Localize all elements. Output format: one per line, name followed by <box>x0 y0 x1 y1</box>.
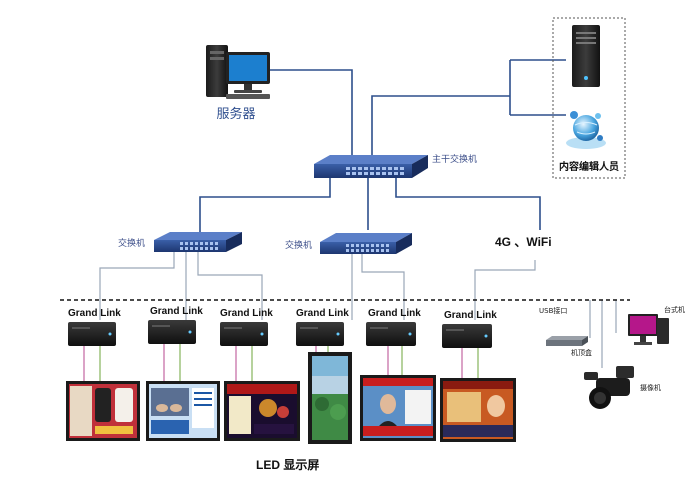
connection-lines <box>199 59 566 232</box>
switch-left-icon <box>154 232 242 252</box>
footer-label: LED 显示屏 <box>256 458 319 472</box>
screen-2-meeting <box>146 381 220 441</box>
player-label: Grand Link <box>444 310 497 321</box>
core-switch-label: 主干交换机 <box>432 153 477 165</box>
usb-port-label: USB接口 <box>539 306 567 315</box>
player-3: Grand Link <box>220 308 273 382</box>
player-label: Grand Link <box>296 308 349 319</box>
switch-right-label: 交换机 <box>285 239 312 251</box>
wireless-label: 4G 、WiFi <box>495 235 552 249</box>
screen-6-tv-program <box>440 378 516 442</box>
globe-icon <box>566 111 606 149</box>
player-label: Grand Link <box>150 306 203 317</box>
player-6: Grand Link <box>442 310 497 380</box>
player-label: Grand Link <box>68 308 121 319</box>
switch-left-label: 交换机 <box>118 237 145 249</box>
switch-right-icon <box>320 233 412 254</box>
camera-icon <box>584 366 634 409</box>
player-label: Grand Link <box>368 308 421 319</box>
access-lines <box>99 250 617 368</box>
set-top-box-icon <box>546 336 588 346</box>
screen-5-news-anchor <box>360 375 436 441</box>
core-switch-icon <box>314 155 428 178</box>
screen-3-fireworks <box>224 381 300 441</box>
editor-group-box <box>552 17 626 179</box>
screen-4-outdoor-scene <box>308 352 352 444</box>
screen-1-product-ad <box>66 381 140 441</box>
player-4: Grand Link <box>296 308 349 356</box>
set-top-box-label: 机顶盒 <box>571 348 592 357</box>
desktop-label: 台式机 <box>664 305 685 314</box>
player-label: Grand Link <box>220 308 273 319</box>
server-icon <box>206 45 270 99</box>
content-editor-label: 内容编辑人员 <box>559 160 619 173</box>
player-1: Grand Link <box>68 308 121 382</box>
camera-label: 摄像机 <box>640 383 661 392</box>
player-2: Grand Link <box>148 306 203 382</box>
server-label: 服务器 <box>216 106 255 122</box>
tower-server-icon <box>572 25 600 87</box>
player-5: Grand Link <box>366 308 421 376</box>
desktop-icon <box>628 314 669 345</box>
